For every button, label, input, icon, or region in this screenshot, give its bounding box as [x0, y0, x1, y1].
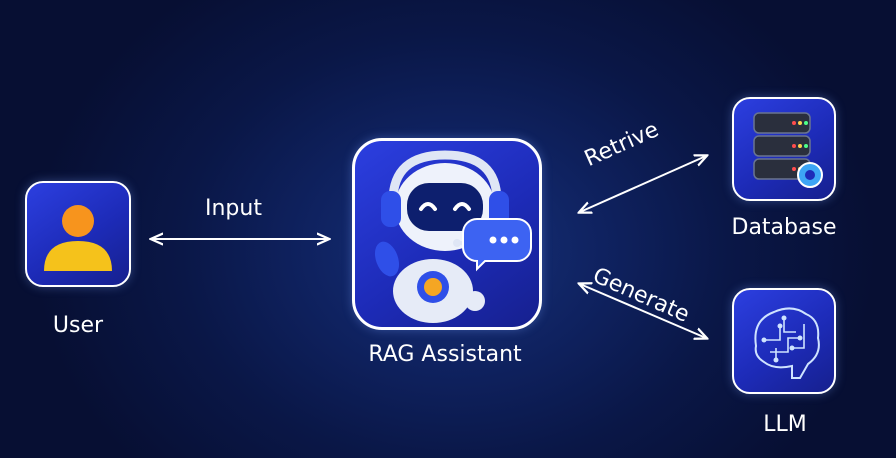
database-gear-icon	[753, 112, 823, 188]
retrieve-arrow	[580, 156, 706, 212]
assistant-node[interactable]	[352, 138, 542, 330]
user-icon	[44, 205, 112, 271]
brain-circuit-icon	[754, 307, 820, 379]
user-label: User	[52, 313, 104, 338]
user-node[interactable]	[25, 181, 131, 287]
generate-arrow	[580, 284, 706, 338]
assistant-label: RAG Assistant	[368, 342, 522, 367]
robot-assistant-icon	[374, 150, 532, 323]
llm-label: LLM	[763, 412, 807, 437]
database-node[interactable]	[732, 97, 836, 201]
input-edge-label: Input	[205, 196, 262, 221]
llm-node[interactable]	[732, 288, 836, 394]
database-label: Database	[731, 215, 837, 240]
